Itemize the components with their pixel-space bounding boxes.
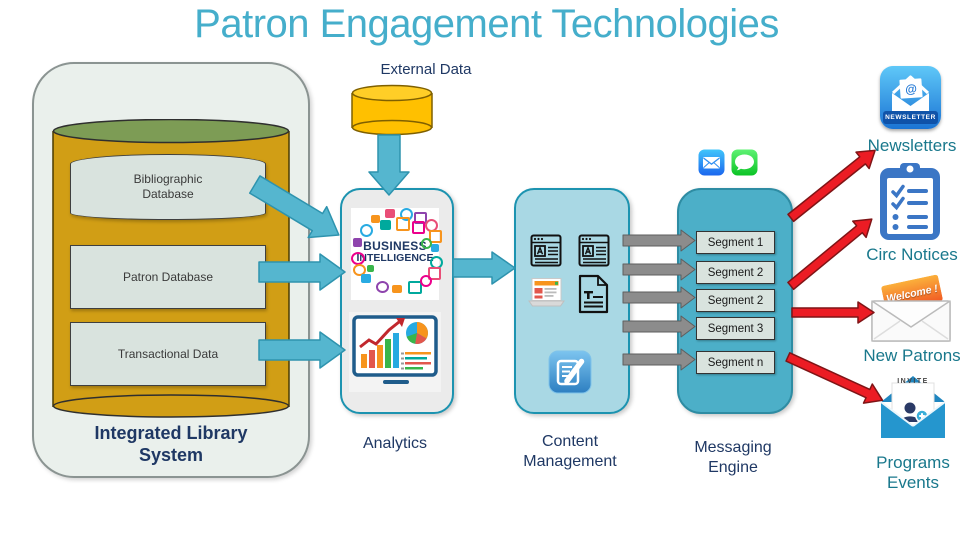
segment-box: Segment 2 (696, 289, 775, 312)
output-label-newsletters: Newsletters (867, 136, 957, 155)
newsletter-icon: @ NEWSLETTER (880, 66, 941, 129)
transactional-data-label: Transactional Data (117, 347, 219, 361)
article-window-icon (530, 234, 562, 267)
arrow-transactional-to-analytics (258, 331, 346, 369)
arrow-engine-to-new-patrons (791, 300, 875, 324)
patron-database-label: Patron Database (122, 270, 214, 284)
page-title: Patron Engagement Technologies (194, 2, 779, 46)
arrow-content-to-segment-1 (622, 229, 696, 251)
messaging-engine-label: Messaging Engine (694, 439, 772, 476)
circ-notices-clipboard-icon (880, 163, 940, 240)
segment-label: Segment 1 (707, 236, 764, 249)
bi-glyph (353, 238, 362, 247)
bi-glyph (429, 230, 442, 243)
bi-glyph (412, 221, 425, 234)
arrow-engine-to-circ-notices (787, 217, 873, 290)
webpage-laptop-icon (528, 278, 565, 307)
arrow-content-to-segment-5 (622, 348, 696, 370)
article-window-icon (578, 234, 610, 267)
bi-glyph (421, 238, 432, 249)
analytics-dashboard (349, 312, 441, 392)
bi-glyph (408, 281, 422, 294)
external-data-cylinder-icon (351, 84, 433, 136)
arrow-external-to-analytics (368, 134, 410, 196)
bi-glyph (420, 275, 432, 287)
segment-box: Segment 3 (696, 317, 775, 340)
output-label-new-patrons: New Patrons (863, 346, 961, 365)
content-management-label: Content Management (523, 433, 617, 470)
newsletter-banner: NEWSLETTER (883, 111, 938, 124)
bi-glyph (371, 215, 380, 223)
bi-glyph (431, 244, 439, 252)
bi-glyph (385, 209, 395, 218)
arrow-content-to-segment-3 (622, 286, 696, 308)
arrow-engine-to-programs-events (785, 351, 884, 404)
bi-glyph (396, 217, 410, 231)
dashboard-chart-icon (352, 315, 438, 384)
output-label-programs-events: Programs Events (876, 453, 950, 492)
ils-container: Bibliographic Database Patron Database T… (32, 62, 310, 478)
patron-database-box: Patron Database (70, 245, 266, 309)
arrow-content-to-segment-4 (622, 315, 696, 337)
ils-label: Integrated Library System (94, 423, 248, 465)
analytics-label: Analytics (362, 435, 428, 452)
bibliographic-database-box: Bibliographic Database (70, 154, 266, 220)
bi-word-cloud: BUSINESS INTELLIGENCE (351, 208, 443, 300)
segment-label: Segment 3 (707, 322, 764, 335)
bibliographic-database-label: Bibliographic Database (133, 172, 203, 201)
bi-glyph (392, 285, 402, 293)
bi-glyph (360, 224, 373, 237)
text-document-icon (578, 274, 609, 314)
invite-card-text: INVITE (897, 378, 929, 385)
bi-text-business: BUSINESS (363, 239, 427, 253)
arrow-engine-to-newsletters (787, 149, 876, 222)
segment-box: Segment 1 (696, 231, 775, 254)
bi-glyph (400, 208, 413, 221)
invite-envelope-icon: INVITE (877, 372, 949, 452)
arrow-patron-to-analytics (258, 253, 346, 291)
newsletter-at-symbol: @ (899, 78, 923, 99)
mail-app-icon (698, 149, 725, 176)
analytics-panel: BUSINESS INTELLIGENCE (340, 188, 454, 414)
bi-glyph (353, 264, 366, 276)
compose-edit-icon (548, 350, 592, 394)
bi-text-intelligence: INTELLIGENCE (356, 252, 434, 264)
imessage-app-icon (731, 149, 758, 176)
bi-glyph (380, 220, 391, 230)
segment-box: Segment n (696, 351, 775, 374)
bi-glyph (376, 281, 389, 293)
messaging-engine-panel: Segment 1 Segment 2 Segment 2 Segment 3 … (677, 188, 793, 414)
arrow-content-to-segment-2 (622, 258, 696, 280)
bi-glyph (428, 267, 441, 280)
arrow-analytics-to-content (452, 251, 516, 285)
external-data-label: External Data (380, 61, 472, 78)
bi-glyph (367, 265, 374, 272)
arrow-bibliographic-to-analytics (248, 175, 340, 239)
segment-label: Segment n (707, 356, 764, 369)
transactional-data-box: Transactional Data (70, 322, 266, 386)
segment-box: Segment 2 (696, 261, 775, 284)
segment-label: Segment 2 (707, 294, 764, 307)
output-label-circ-notices: Circ Notices (866, 245, 958, 264)
content-management-panel (514, 188, 630, 414)
bi-glyph (361, 274, 371, 283)
bi-glyph (414, 212, 427, 224)
welcome-envelope-icon: Welcome ! (868, 273, 954, 347)
segment-label: Segment 2 (707, 266, 764, 279)
